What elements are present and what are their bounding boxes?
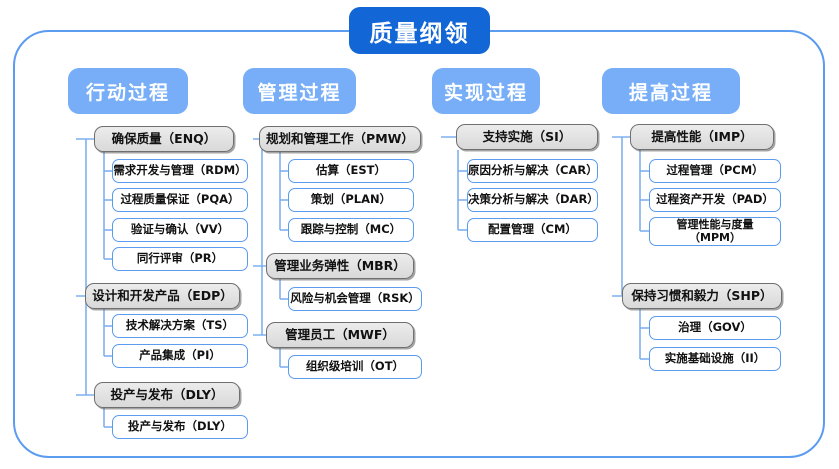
leaf-node-rdm[interactable]: 需求开发与管理（RDM） [112, 159, 248, 183]
group-node-dly[interactable]: 投产与发布（DLY） [94, 382, 240, 408]
group-node-edp[interactable]: 设计和开发产品（EDP） [85, 283, 240, 309]
group-node-si[interactable]: 支持实施（SI） [456, 124, 598, 150]
leaf-node-ts[interactable]: 技术解决方案（TS） [112, 314, 248, 338]
leaf-node-pr[interactable]: 同行评审（PR） [112, 247, 248, 271]
column-header-improvement-process[interactable]: 提高过程 [602, 68, 740, 114]
leaf-node-dar[interactable]: 决策分析与解决（DAR） [467, 188, 599, 212]
group-node-pmw[interactable]: 规划和管理工作（PMW） [259, 126, 421, 152]
leaf-node-gov[interactable]: 治理（GOV） [649, 316, 781, 340]
leaf-node-rsk[interactable]: 风险与机会管理（RSK） [288, 287, 422, 311]
leaf-node-pcm[interactable]: 过程管理（PCM） [649, 159, 781, 183]
leaf-node-mpm[interactable]: 管理性能与度量 （MPM） [649, 217, 781, 246]
leaf-node-vv[interactable]: 验证与确认（VV） [112, 218, 248, 242]
group-node-shp[interactable]: 保持习惯和毅力（SHP） [622, 283, 782, 309]
group-node-imp[interactable]: 提高性能（IMP） [630, 124, 774, 150]
leaf-node-plan[interactable]: 策划（PLAN） [288, 188, 414, 212]
leaf-node-car[interactable]: 原因分析与解决（CAR） [467, 159, 598, 183]
leaf-node-mc[interactable]: 跟踪与控制（MC） [288, 218, 414, 242]
group-node-enq[interactable]: 确保质量（ENQ） [94, 126, 234, 152]
leaf-node-dly-child[interactable]: 投产与发布（DLY） [112, 415, 248, 439]
diagram-title: 质量纲领 [349, 7, 490, 54]
leaf-node-pi[interactable]: 产品集成（PI） [112, 344, 248, 368]
leaf-node-ot[interactable]: 组织级培训（OT） [288, 355, 422, 379]
group-node-mwf[interactable]: 管理员工（MWF） [266, 322, 414, 348]
leaf-node-est[interactable]: 估算（EST） [288, 159, 414, 183]
leaf-node-cm[interactable]: 配置管理（CM） [467, 218, 598, 242]
group-node-mbr[interactable]: 管理业务弹性（MBR） [266, 253, 414, 279]
column-header-realization-process[interactable]: 实现过程 [432, 68, 540, 114]
column-header-management-process[interactable]: 管理过程 [243, 68, 356, 114]
leaf-node-ii[interactable]: 实施基础设施（II） [649, 347, 781, 371]
leaf-node-pad[interactable]: 过程资产开发（PAD） [649, 188, 781, 212]
column-header-action-process[interactable]: 行动过程 [68, 68, 188, 114]
leaf-node-pqa[interactable]: 过程质量保证（PQA） [112, 188, 248, 212]
